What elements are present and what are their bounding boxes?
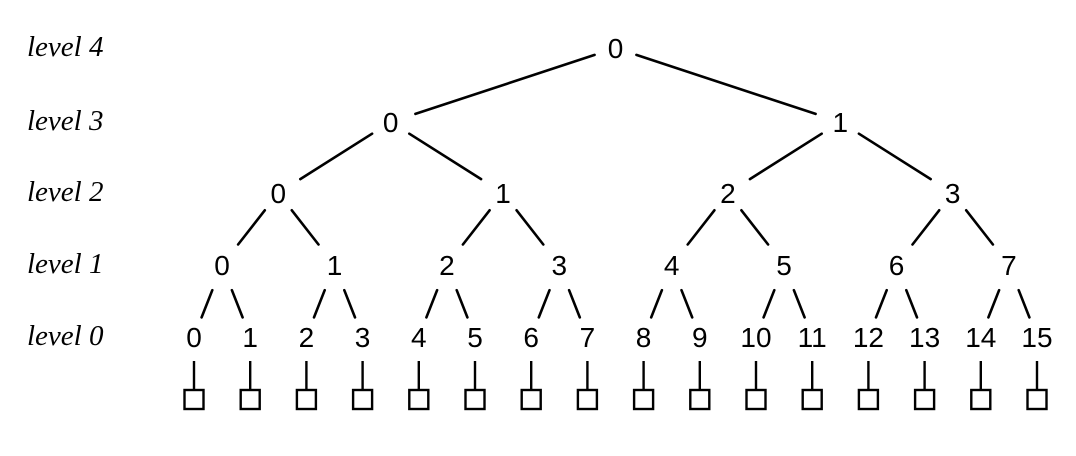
tree-node-level0-2: 2	[299, 322, 315, 353]
tree-edge-l2n0-right	[290, 209, 320, 246]
tree-node-level1-7: 7	[1001, 250, 1017, 281]
tree-edge-l2n1-left	[461, 209, 491, 246]
tree-edge-l1n2-left	[425, 288, 439, 319]
tree-edge-l3n0-left	[298, 132, 374, 181]
tree-node-level0-13: 13	[909, 322, 940, 353]
tree-node-level2-3: 3	[945, 178, 961, 209]
leaf-box-5	[464, 388, 486, 411]
tree-edge-l1n5-left	[762, 288, 776, 319]
tree-edge-l1n3-left	[537, 288, 551, 319]
tree-node-level0-12: 12	[853, 322, 884, 353]
tree-edge-l1n7-right	[1017, 288, 1031, 319]
leaf-box-15	[1026, 388, 1048, 411]
tree-edge-l4n0-right	[635, 53, 817, 116]
tree-edge-l2n3-left	[911, 209, 941, 246]
tree-node-level1-4: 4	[664, 250, 680, 281]
tree-node-level0-7: 7	[580, 322, 596, 353]
row-label-level-4: level 4	[27, 31, 104, 63]
tree-edge-l1n1-right	[342, 288, 357, 319]
tree-edge-l2n3-right	[964, 209, 995, 246]
tree-edge-l1n4-left	[649, 288, 664, 319]
tree-node-level1-0: 0	[214, 250, 230, 281]
leaf-box-7	[576, 388, 599, 411]
tree-node-level1-3: 3	[552, 250, 568, 281]
tree-node-level0-9: 9	[692, 322, 708, 353]
tree-node-level2-2: 2	[720, 178, 736, 209]
tree-edge-l1n2-right	[455, 288, 469, 319]
tree-node-level0-11: 11	[798, 322, 827, 353]
tree-edge-l1n6-left	[874, 288, 889, 319]
leaf-box-1	[239, 388, 261, 411]
tree-edge-l3n0-right	[407, 132, 483, 181]
row-label-level-1: level 1	[27, 248, 104, 280]
tree-node-level4-0: 0	[608, 33, 624, 64]
leaf-box-4	[408, 388, 430, 411]
tree-edge-l3n1-right	[857, 132, 933, 181]
tree-node-level2-1: 1	[495, 178, 511, 209]
leaf-box-11	[801, 388, 823, 411]
tree-node-level0-15: 15	[1021, 322, 1052, 353]
tree-node-level1-5: 5	[776, 250, 792, 281]
leaf-box-8	[632, 388, 655, 411]
tree-edge-l2n0-left	[236, 209, 267, 246]
tree-edge-l1n6-right	[904, 288, 919, 319]
tree-edge-l2n2-right	[740, 209, 770, 246]
tree-node-level1-6: 6	[889, 250, 905, 281]
tree-edge-l1n7-left	[987, 288, 1001, 319]
tree-edge-l1n0-left	[200, 288, 214, 319]
tree-edge-l3n1-left	[748, 132, 824, 181]
leaf-box-12	[857, 388, 880, 411]
tree-node-level3-1: 1	[833, 107, 849, 138]
leaf-box-10	[745, 388, 767, 411]
tree-edge-l2n2-left	[686, 209, 716, 246]
tree-edge-l1n5-right	[792, 288, 806, 319]
tree-node-level0-0: 0	[186, 322, 202, 353]
tree-node-level0-5: 5	[467, 322, 483, 353]
tree-edge-l4n0-left	[414, 53, 596, 116]
row-label-level-3: level 3	[27, 105, 104, 137]
tree-node-level0-3: 3	[355, 322, 371, 353]
leaf-box-2	[295, 388, 318, 411]
tree-edge-l1n1-left	[312, 288, 327, 319]
leaf-box-6	[520, 388, 542, 411]
leaf-box-13	[913, 388, 936, 411]
tree-node-level1-2: 2	[439, 250, 455, 281]
row-label-level-2: level 2	[27, 176, 104, 208]
tree-node-level3-0: 0	[383, 107, 399, 138]
tree-node-level0-1: 1	[242, 322, 258, 353]
tree-node-level0-6: 6	[523, 322, 539, 353]
tree-edge-l2n1-right	[515, 209, 545, 246]
tree-node-level0-4: 4	[411, 322, 427, 353]
tree-node-level2-0: 0	[271, 178, 287, 209]
tree-edge-l1n0-right	[230, 288, 244, 319]
tree-node-level0-10: 10	[740, 322, 771, 353]
tree-node-level0-14: 14	[965, 322, 996, 353]
tree-edge-l1n3-right	[567, 288, 582, 319]
leaf-box-14	[970, 388, 992, 411]
row-label-level-0: level 0	[27, 320, 104, 352]
leaf-box-3	[351, 388, 374, 411]
tree-node-level1-1: 1	[327, 250, 343, 281]
tree-edge-l1n4-right	[680, 288, 694, 319]
leaf-box-9	[689, 388, 711, 411]
tree-node-level0-8: 8	[636, 322, 652, 353]
leaf-box-0	[183, 388, 205, 411]
